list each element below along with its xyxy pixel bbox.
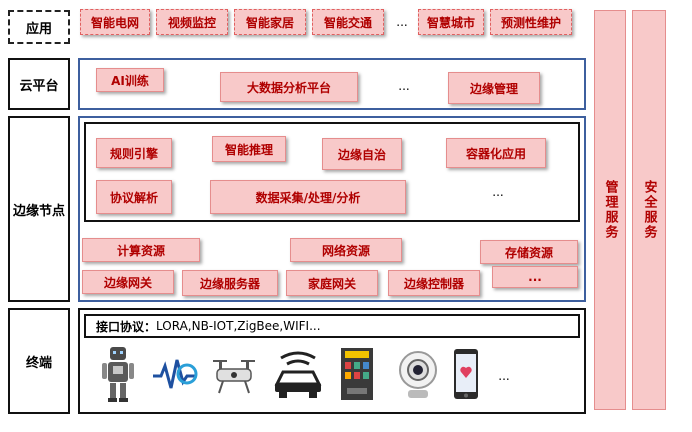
edge-device-home-gateway: 家庭网关	[286, 270, 378, 296]
security-service-column: 安全服务	[632, 10, 666, 410]
edge-resource-network: 网络资源	[290, 238, 402, 262]
protocol-label: 接口协议：	[96, 319, 157, 334]
smart-car-icon	[270, 344, 326, 404]
layer-label-edge: 边缘节点	[8, 116, 70, 302]
app-item-video-surveillance: 视频监控	[156, 9, 228, 35]
drone-icon	[208, 344, 260, 404]
robot-icon	[98, 344, 138, 404]
app-item-smart-grid: 智能电网	[80, 9, 150, 35]
edge-device-ellipsis: ...	[492, 266, 578, 288]
management-service-column: 管理服务	[594, 10, 626, 410]
edge-device-controller: 边缘控制器	[388, 270, 480, 296]
layer-label-terminal: 终端	[8, 308, 70, 414]
edge-item-rule-engine: 规则引擎	[96, 138, 172, 168]
app-item-smart-transport: 智能交通	[312, 9, 384, 35]
cloud-item-edge-management: 边缘管理	[448, 72, 540, 104]
vending-machine-icon	[334, 344, 380, 404]
edge-item-containerized-app: 容器化应用	[446, 138, 546, 168]
edge-item-edge-autonomy: 边缘自治	[322, 138, 402, 170]
edge-resource-storage: 存储资源	[480, 240, 578, 264]
signal-sensor-icon	[150, 344, 200, 404]
protocol-bar: 接口协议： LORA,NB-IOT,ZigBee,WIFI...	[84, 314, 580, 338]
edge-resource-compute: 计算资源	[82, 238, 200, 262]
app-item-smart-home: 智能家居	[234, 9, 306, 35]
cloud-item-bigdata-platform: 大数据分析平台	[220, 72, 358, 102]
terminal-ellipsis: ...	[498, 369, 510, 383]
edge-device-server: 边缘服务器	[182, 270, 278, 296]
cloud-item-ai-training: AI训练	[96, 68, 164, 92]
app-item-predictive-maintenance: 预测性维护	[490, 9, 572, 35]
layer-label-app: 应用	[8, 10, 70, 44]
edge-software-ellipsis: ...	[492, 185, 504, 199]
edge-item-data-processing: 数据采集/处理/分析	[210, 180, 406, 214]
layer-label-cloud: 云平台	[8, 58, 70, 110]
app-ellipsis: ...	[396, 15, 408, 29]
security-camera-icon	[394, 344, 442, 404]
edge-device-gateway: 边缘网关	[82, 270, 174, 294]
edge-item-protocol-parsing: 协议解析	[96, 180, 172, 214]
cloud-ellipsis: ...	[398, 79, 410, 93]
edge-item-smart-inference: 智能推理	[212, 136, 286, 162]
app-item-smart-city: 智慧城市	[418, 9, 484, 35]
protocol-values: LORA,NB-IOT,ZigBee,WIFI...	[156, 319, 321, 333]
smartphone-icon	[448, 344, 484, 404]
